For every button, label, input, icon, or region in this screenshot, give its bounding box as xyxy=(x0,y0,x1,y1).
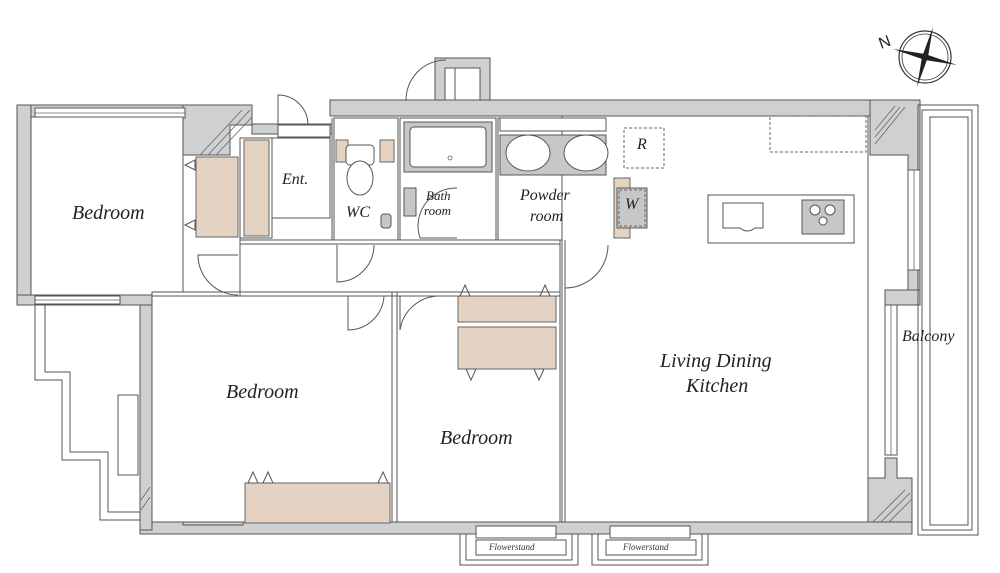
refrigerator-label: R xyxy=(637,136,647,153)
flowerstand-label-1: Flowerstand xyxy=(489,542,535,552)
doors xyxy=(197,59,609,331)
bedroom-1-area xyxy=(30,116,184,296)
ldk-label-1: Living Dining xyxy=(660,350,772,372)
flowerstand-label-2: Flowerstand xyxy=(623,542,669,552)
wc-label: WC xyxy=(346,204,370,221)
ldk-label-2: Kitchen xyxy=(686,375,749,397)
washer-label: W xyxy=(625,196,639,213)
flowerstands xyxy=(459,525,709,566)
left-ledge xyxy=(34,107,186,521)
entrance-label: Ent. xyxy=(282,171,309,188)
hallway xyxy=(239,239,561,293)
balcony-area xyxy=(884,104,979,536)
powder-label-1: Powder xyxy=(520,187,570,204)
bedroom-3-label: Bedroom xyxy=(440,427,513,449)
rooms xyxy=(30,115,869,523)
bath-label-2: room xyxy=(424,203,451,218)
compass-north-label: N xyxy=(877,33,894,53)
entrance-area xyxy=(271,137,331,219)
compass-rose-icon: N xyxy=(877,27,957,87)
bedroom-2-label: Bedroom xyxy=(226,381,299,403)
fixtures xyxy=(345,115,867,244)
ldk-area xyxy=(561,115,869,523)
bedroom-1-label: Bedroom xyxy=(72,202,145,224)
balcony-label: Balcony xyxy=(902,328,955,345)
bath-label-1: Bath xyxy=(426,188,451,203)
powder-label-2: room xyxy=(530,208,564,225)
